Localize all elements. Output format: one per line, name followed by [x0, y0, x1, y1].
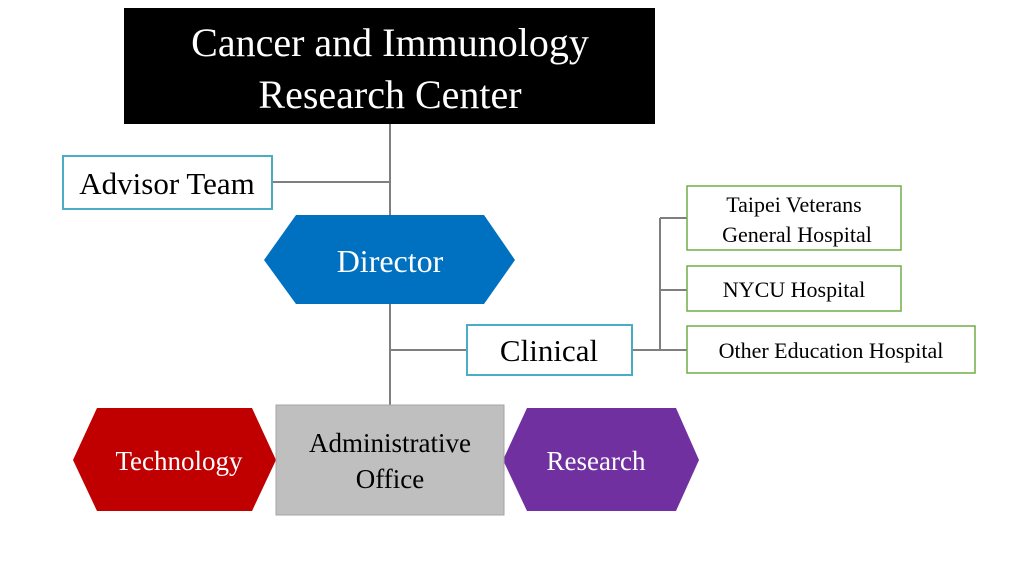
- technology-label: Technology: [115, 446, 243, 476]
- administrative-office-box: [275, 404, 505, 516]
- advisor-team-box: [62, 155, 273, 210]
- director-node: Director: [264, 215, 515, 304]
- center-title-line1: Cancer and Immunology: [191, 20, 589, 65]
- research-node: Research: [503, 408, 699, 511]
- technology-node: Technology: [73, 408, 276, 511]
- director-label: Director: [337, 243, 444, 279]
- other-hospital-label: Other Education Hospital: [719, 338, 944, 363]
- center-box: [124, 8, 655, 124]
- center-title-line2: Research Center: [258, 72, 521, 117]
- center-node: Cancer and Immunology Research Center: [124, 8, 655, 124]
- nycu-hospital-label: NYCU Hospital: [723, 277, 865, 302]
- clinical-label: Clinical: [500, 333, 598, 368]
- research-hexagon: [503, 408, 699, 511]
- other-hospital-node: Other Education Hospital: [686, 325, 976, 374]
- advisor-team-label: Advisor Team: [79, 166, 254, 201]
- clinical-box: [466, 324, 633, 376]
- clinical-node: Clinical: [466, 324, 633, 376]
- taipei-vgh-box: [686, 185, 902, 251]
- administrative-office-line2: Office: [356, 464, 424, 494]
- nycu-hospital-node: NYCU Hospital: [686, 265, 902, 312]
- administrative-office-node: Administrative Office: [275, 404, 505, 516]
- taipei-vgh-line1: Taipei Veterans: [726, 192, 862, 217]
- director-hexagon: [264, 215, 515, 304]
- technology-hexagon: [73, 408, 276, 511]
- research-label: Research: [547, 446, 646, 476]
- nycu-hospital-box: [686, 265, 902, 312]
- other-hospital-box: [686, 325, 976, 374]
- taipei-vgh-node: Taipei Veterans General Hospital: [686, 185, 902, 251]
- advisor-team-node: Advisor Team: [62, 155, 273, 210]
- taipei-vgh-line2: General Hospital: [722, 222, 872, 247]
- administrative-office-line1: Administrative: [309, 428, 471, 458]
